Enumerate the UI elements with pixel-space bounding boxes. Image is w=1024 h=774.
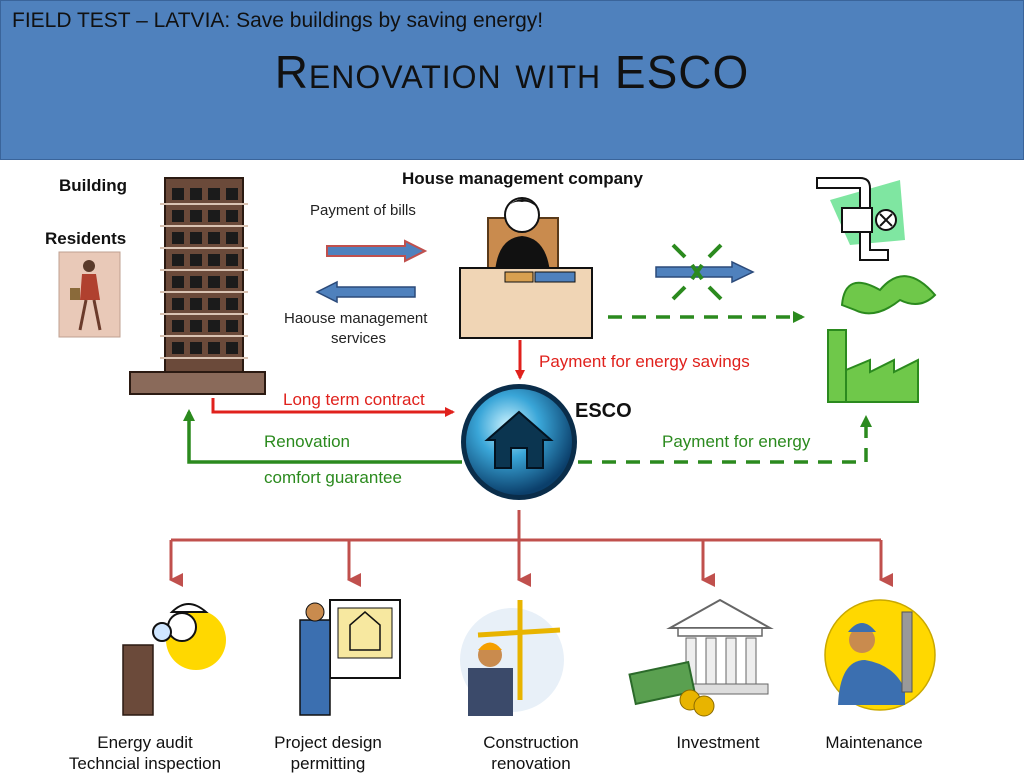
- service-caption-investment: Investment: [676, 733, 760, 752]
- construction-worker-crane-icon: [460, 600, 564, 716]
- blocked-x-icon: [671, 243, 723, 301]
- comfort-guarantee-label: comfort guarantee: [264, 468, 402, 487]
- payment-for-energy-label: Payment for energy: [662, 432, 811, 451]
- resident-woman-icon: [58, 251, 121, 338]
- payment-of-bills-label: Payment of bills: [310, 202, 416, 219]
- investment-bank-money-icon: [628, 598, 774, 717]
- residents-label: Residents: [45, 229, 127, 248]
- payment-for-energy-dashed-arrow: [578, 415, 872, 464]
- power-plant-factory-icon: [827, 275, 937, 403]
- service-caption-maintenance: Maintenance: [825, 733, 923, 752]
- services-label-line1: Haouse management: [284, 310, 428, 327]
- header-banner: FIELD TEST – LATVIA: Save buildings by s…: [0, 0, 1024, 160]
- maintenance-worker-icon: [824, 599, 936, 711]
- slide-title: Renovation with ESCO: [274, 46, 750, 98]
- renovation-label: Renovation: [264, 432, 351, 451]
- bills-arrow-right: [326, 239, 428, 263]
- project-design-architect-icon: [299, 599, 401, 716]
- services-arrow-left: [315, 280, 416, 304]
- services-tree-connector: [169, 510, 893, 587]
- blocked-payment-arrow: [655, 260, 755, 284]
- esco-label: ESCO: [575, 400, 632, 422]
- services-label-line2: services: [331, 330, 387, 347]
- slide-subtitle: FIELD TEST – LATVIA: Save buildings by s…: [12, 9, 544, 32]
- building-label: Building: [59, 176, 127, 195]
- energy-audit-inspector-icon: [122, 603, 226, 716]
- long-term-contract-arrow: [211, 398, 455, 417]
- building-tower-icon: [129, 177, 266, 395]
- esco-house-icon: [461, 384, 577, 500]
- payment-energy-savings-label: Payment for energy savings: [539, 352, 750, 371]
- house-manager-desk-icon: [459, 197, 593, 339]
- long-term-contract-label: Long term contract: [283, 390, 425, 409]
- renovation-arrow: [183, 409, 462, 464]
- heating-pipe-valve-icon: [816, 177, 905, 261]
- hmc-title: House management company: [402, 169, 643, 188]
